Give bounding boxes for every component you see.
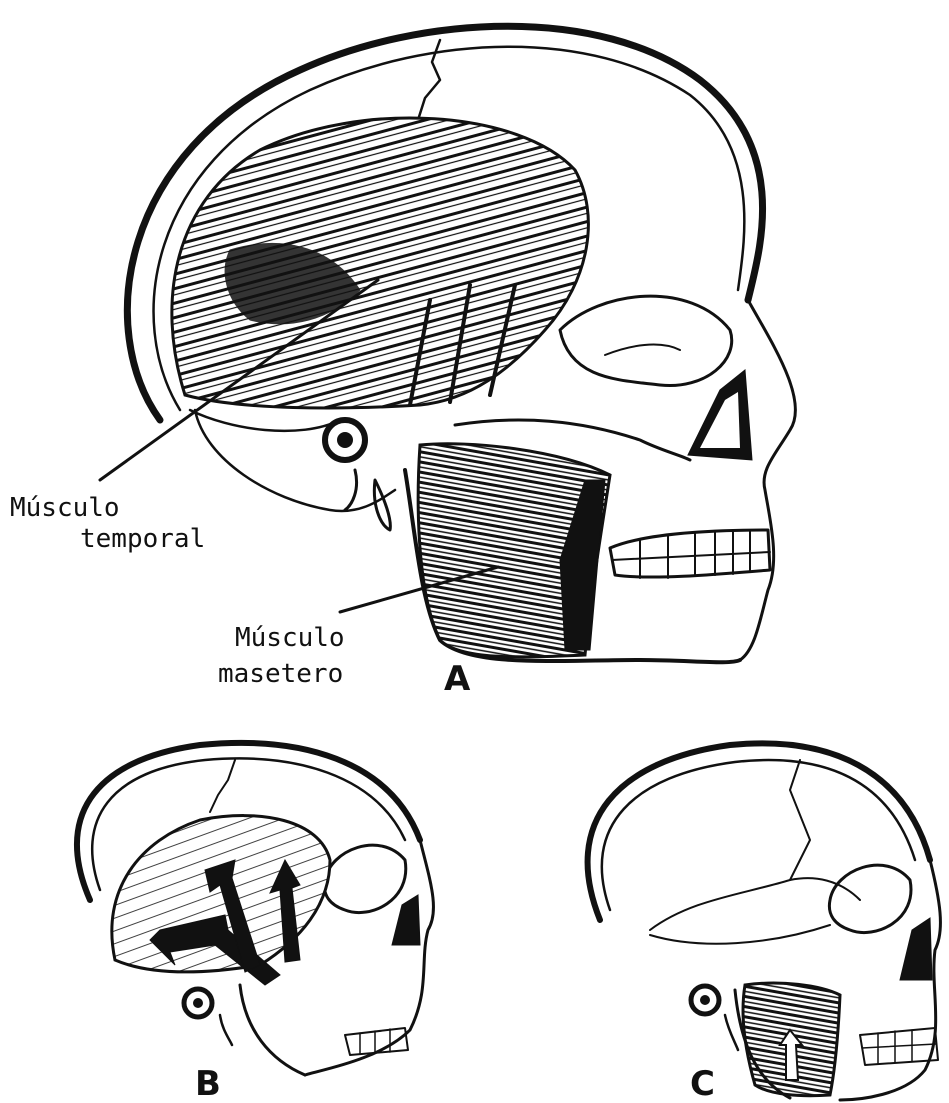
skull-outline-c [588,743,930,920]
orbit-a [560,296,732,385]
panel-b: B [77,743,434,1103]
panel-a-letter: A [444,659,471,699]
label-masetero-line1: Músculo [235,623,345,653]
panel-c: C [588,743,941,1103]
teeth-a [610,530,770,578]
panel-c-letter: C [690,1064,715,1103]
label-masetero-line2: masetero [218,659,343,689]
label-temporal-line1: Músculo [10,493,120,523]
label-temporal-line2: temporal [80,524,205,554]
panel-b-letter: B [195,1064,221,1103]
panel-a: Músculo temporal Músculo masetero A [10,26,795,699]
face-profile-a [740,300,795,660]
